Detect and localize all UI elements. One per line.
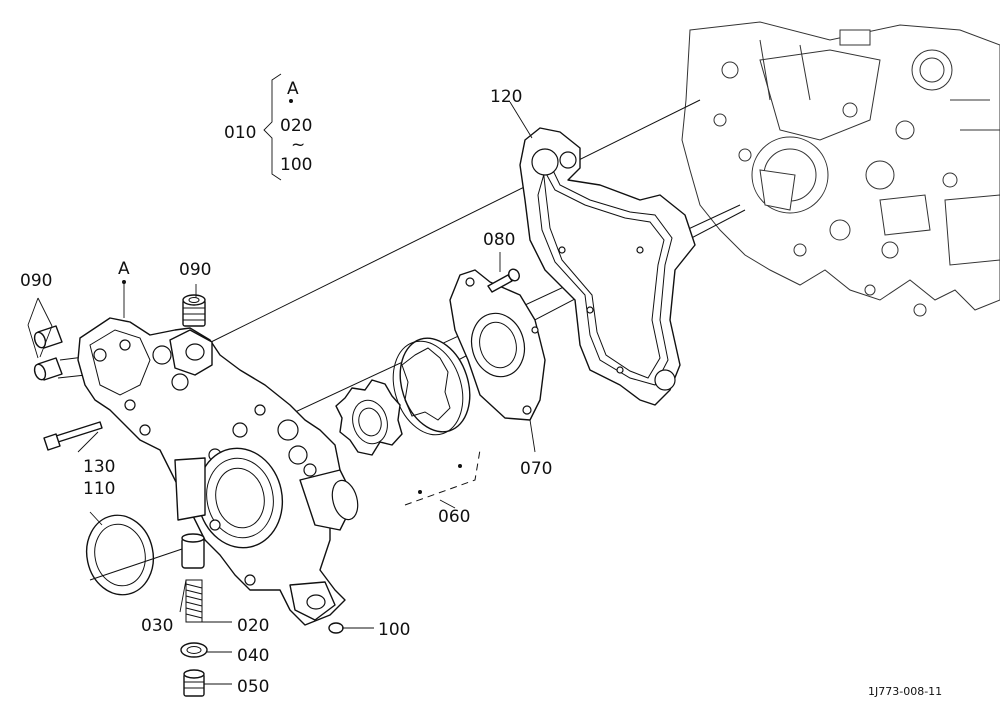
callout-a: A: [118, 259, 130, 279]
callout-030: 030: [141, 616, 173, 636]
legend-range-tilde: ~: [291, 135, 305, 155]
callout-120: 120: [490, 87, 522, 107]
callout-090-left: 090: [20, 271, 52, 291]
callout-080: 080: [483, 230, 515, 250]
drawing-code: 1J773-008-11: [868, 685, 942, 698]
plug-050: [183, 669, 205, 697]
legend-range-end: 100: [280, 155, 312, 175]
plug-090-top: [182, 294, 206, 327]
outer-rotor-060: [392, 337, 471, 436]
washer-040: [180, 642, 208, 658]
bracket-060: [404, 449, 481, 506]
callout-100: 100: [378, 620, 410, 640]
o-ring-100: [328, 622, 344, 634]
callout-070: 070: [520, 459, 552, 479]
gasket-120: [519, 127, 696, 406]
pump-cover-070: [449, 269, 546, 421]
callout-040: 040: [237, 646, 269, 666]
callout-050: 050: [237, 677, 269, 697]
legend-range-start: 020: [280, 116, 312, 136]
legend-item-a: A: [287, 79, 299, 99]
callout-090-top: 090: [179, 260, 211, 280]
marker-a: [122, 280, 126, 284]
screw-080: [487, 268, 520, 293]
legend-group-label: 010: [224, 123, 256, 143]
spring-020: [185, 579, 203, 623]
callout-020: 020: [237, 616, 269, 636]
callout-060: 060: [438, 507, 470, 527]
inner-rotor-060: [335, 379, 403, 456]
oil-seal-110: [85, 514, 186, 596]
relief-valve-030: [181, 533, 205, 569]
engine-block: [681, 21, 1000, 317]
legend-bracket: [263, 73, 282, 181]
marker-legend-a: [289, 99, 293, 103]
plug-090-left-1: [33, 325, 63, 349]
callout-110: 110: [83, 479, 115, 499]
callout-130: 130: [83, 457, 115, 477]
plug-090-left-2: [33, 357, 63, 381]
leader-lines: [27, 101, 536, 685]
bolt-130: [43, 421, 103, 451]
pump-housing: [77, 317, 359, 626]
